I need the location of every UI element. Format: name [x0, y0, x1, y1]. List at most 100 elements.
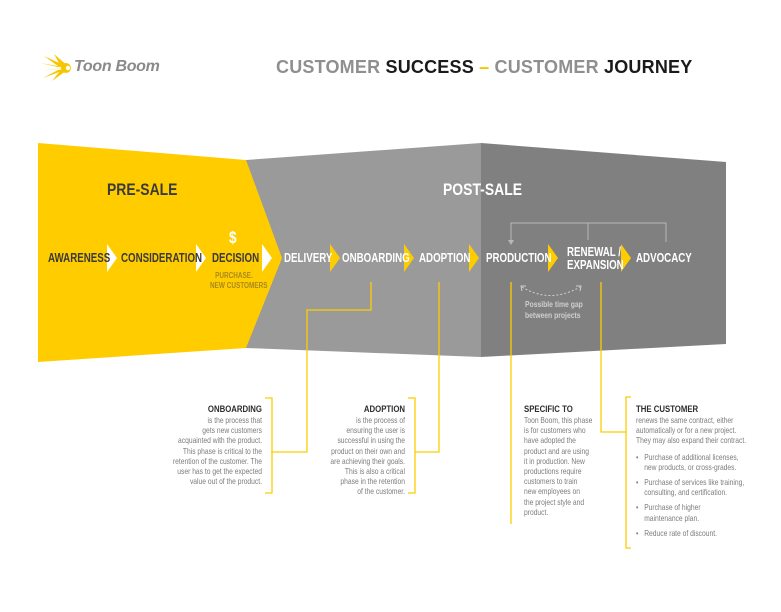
stage-renewal-expansion: RENEWAL / EXPANSION — [567, 246, 624, 272]
renewal-note-heading: THE CUSTOMER — [636, 404, 699, 415]
post-sale-heading: POST-SALE — [443, 180, 523, 199]
time-gap-line1: Possible time gap — [525, 299, 583, 309]
stage-consideration: CONSIDERATION — [121, 251, 203, 265]
note-line: Toon Boom, this phase — [524, 416, 593, 425]
note-line: value out of the product. — [189, 477, 262, 487]
stage-renewal-line2: EXPANSION — [567, 258, 624, 272]
time-gap-label: Possible time gap between projects — [525, 299, 583, 321]
stage-onboarding: ONBOARDING — [342, 251, 410, 265]
chevron-decision-delivery — [262, 244, 272, 272]
note-line: is the process that — [207, 416, 262, 425]
pre-sale-heading: PRE-SALE — [107, 180, 178, 199]
chevron-adoption-production — [469, 244, 479, 272]
starburst-logo-icon — [40, 54, 71, 81]
bullet-line: Reduce rate of discount. — [644, 528, 717, 538]
note-line: is for customers who — [524, 426, 586, 436]
note-line: of the customer. — [357, 487, 405, 497]
decision-subtitle-line2: NEW CUSTOMERS — [210, 281, 268, 290]
title-part-success: SUCCESS — [385, 57, 474, 77]
note-line: it in production. New — [524, 456, 585, 466]
note-line: automatically or for a new project. — [636, 426, 737, 436]
stage-delivery: DELIVERY — [284, 251, 333, 265]
connector-renewal — [600, 282, 626, 433]
note-line: customers to train — [524, 477, 578, 487]
note-line: ensuring the user is — [346, 426, 405, 436]
stage-production: PRODUCTION — [486, 251, 552, 265]
stage-renewal-line1: RENEWAL / — [567, 245, 622, 259]
note-line: is the process of — [356, 416, 405, 425]
bullet-line: new products, or cross-grades. — [644, 462, 737, 472]
chevron-consideration-decision — [196, 244, 206, 272]
connector-adoption — [415, 282, 440, 453]
bullet-line: Purchase of services like training, — [644, 478, 745, 488]
stage-adoption: ADOPTION — [419, 251, 471, 265]
stage-awareness: AWARENESS — [48, 251, 111, 265]
note-line: product and are using — [524, 446, 589, 456]
connector-renewal-bracket — [625, 396, 631, 549]
title-part-journey: JOURNEY — [604, 57, 693, 77]
chevron-delivery-onboarding — [330, 244, 340, 272]
feedback-loop-bracket — [510, 222, 667, 242]
post-sale-panel-light — [246, 143, 481, 357]
pre-sale-panel — [38, 143, 282, 362]
production-note-heading: SPECIFIC TO — [524, 404, 573, 415]
stage-decision: DECISION — [212, 251, 260, 265]
bullet-line: consulting, and certification. — [644, 488, 728, 498]
connector-onboarding-bracket — [265, 397, 273, 494]
chevron-renewal-advocacy — [621, 244, 631, 272]
note-line: product. — [524, 507, 549, 517]
stage-advocacy: ADVOCACY — [636, 251, 692, 265]
note-line: This is also a critical — [344, 467, 405, 477]
note-line: This phase is critical to the — [182, 446, 262, 456]
bullet-line: Purchase of higher — [644, 503, 701, 513]
note-line: retention of the customer. The — [172, 456, 262, 466]
dollar-icon: $ — [228, 228, 237, 247]
adoption-note-heading: ADOPTION — [363, 404, 405, 415]
time-gap-dashed-arrow — [521, 286, 581, 296]
bullet-item: Purchase of services like training,consu… — [636, 478, 775, 498]
renewal-note-bullets: Purchase of additional licenses,new prod… — [636, 453, 775, 540]
chevron-production-renewal — [548, 244, 558, 272]
onboarding-note-heading: ONBOARDING — [207, 404, 262, 415]
note-line: successful in using the — [337, 436, 405, 446]
post-sale-panel-dark — [481, 143, 726, 357]
note-line: gets new customers — [202, 426, 262, 436]
brand-name: Toon Boom — [74, 58, 160, 75]
title-part-customer: CUSTOMER — [276, 57, 386, 77]
bullet-line: Purchase of additional licenses, — [644, 452, 739, 462]
note-line: renews the same contract, either — [636, 416, 734, 425]
note-line: They may also expand their contract. — [636, 436, 747, 446]
connector-adoption-bracket — [408, 397, 416, 494]
title-part-customer-2: CUSTOMER — [494, 57, 605, 77]
bullet-item: Reduce rate of discount. — [636, 529, 775, 539]
note-line: productions require — [524, 467, 582, 477]
note-line: acquainted with the product. — [178, 436, 262, 446]
note-line: are achieving their goals. — [330, 456, 405, 466]
chevron-awareness-consideration — [107, 244, 117, 272]
note-line: product on their own and — [331, 446, 405, 456]
decision-subtitle-line1: PURCHASE. — [215, 271, 253, 280]
note-line: phase in the retention — [340, 477, 405, 487]
bullet-line: maintenance plan. — [644, 513, 700, 523]
note-line: new employees on — [524, 487, 580, 497]
time-gap-arrowhead-right-icon — [576, 285, 582, 292]
feedback-arrowhead-icon — [508, 240, 514, 245]
time-gap-arrowhead-left-icon — [520, 285, 526, 292]
title-dash: – — [473, 57, 495, 77]
connector-onboarding — [271, 282, 372, 453]
note-line: user has to get the expected — [177, 467, 262, 477]
bullet-item: Purchase of additional licenses,new prod… — [636, 453, 775, 473]
time-gap-line2: between projects — [525, 310, 581, 320]
decision-subtitle: PURCHASE. NEW CUSTOMERS — [210, 271, 268, 291]
chevron-onboarding-adoption — [404, 244, 414, 272]
page-title: CUSTOMER SUCCESS – CUSTOMER JOURNEY — [276, 57, 692, 78]
